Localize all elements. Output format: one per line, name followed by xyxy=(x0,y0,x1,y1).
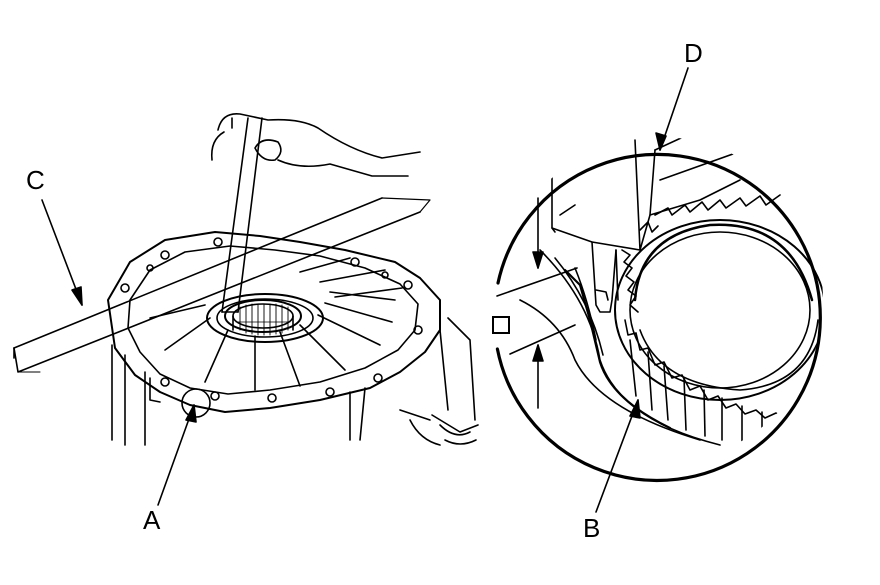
transmission-housing xyxy=(107,231,479,446)
straight-edge xyxy=(13,197,431,373)
detail-inset xyxy=(495,137,823,483)
callout-a: A xyxy=(143,505,161,535)
depth-gauge xyxy=(210,113,421,313)
measurement-box-icon xyxy=(492,316,510,334)
leader-lines xyxy=(41,67,689,513)
callout-d: D xyxy=(684,38,703,68)
callout-c: C xyxy=(26,165,45,195)
callout-b: B xyxy=(583,513,601,543)
